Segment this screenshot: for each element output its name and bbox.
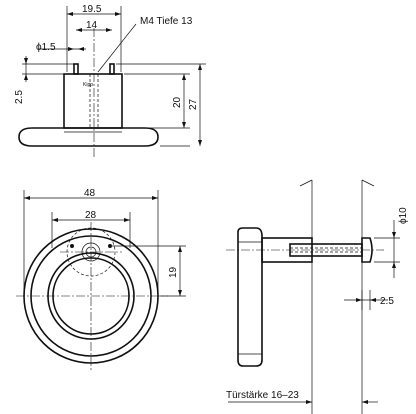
side-view: ϕ10 2.5 Türstärke 16–23 bbox=[226, 179, 409, 414]
dim-2-5-top-label: 2.5 bbox=[14, 90, 25, 104]
brand-mark: Kipp bbox=[83, 82, 93, 88]
door-break bbox=[299, 179, 313, 187]
dim-19-label: 19 bbox=[168, 266, 179, 278]
dim-28-label: 28 bbox=[85, 210, 97, 221]
dim-phi10-label: ϕ10 bbox=[398, 207, 409, 224]
door-thickness-label: Türstärke 16–23 bbox=[226, 390, 299, 401]
pin-hole-right bbox=[108, 244, 112, 248]
handle-profile bbox=[237, 227, 263, 367]
pin-right bbox=[109, 63, 115, 75]
dim-2-5-side-label: 2.5 bbox=[380, 296, 394, 307]
dim-20-label: 20 bbox=[172, 96, 183, 108]
handle-body bbox=[63, 73, 123, 129]
dim-48-label: 48 bbox=[84, 188, 96, 199]
pin-left bbox=[73, 63, 79, 75]
pin-hole-left bbox=[70, 244, 74, 248]
plan-view: 48 28 19 bbox=[16, 188, 186, 372]
flange-base bbox=[18, 127, 159, 147]
dim-phi1-5-label: ϕ1.5 bbox=[36, 42, 56, 53]
thread-label: M4 Tiefe 13 bbox=[140, 16, 193, 27]
dim-14-label: 14 bbox=[86, 20, 98, 31]
screw-head bbox=[361, 237, 373, 263]
dim-27-label: 27 bbox=[188, 98, 199, 110]
dim-19-5-label: 19.5 bbox=[82, 4, 102, 15]
door-break bbox=[361, 179, 375, 187]
top-view: Kipp 19.5 14 M4 Tiefe 13 ϕ1.5 2.5 bbox=[14, 4, 206, 158]
